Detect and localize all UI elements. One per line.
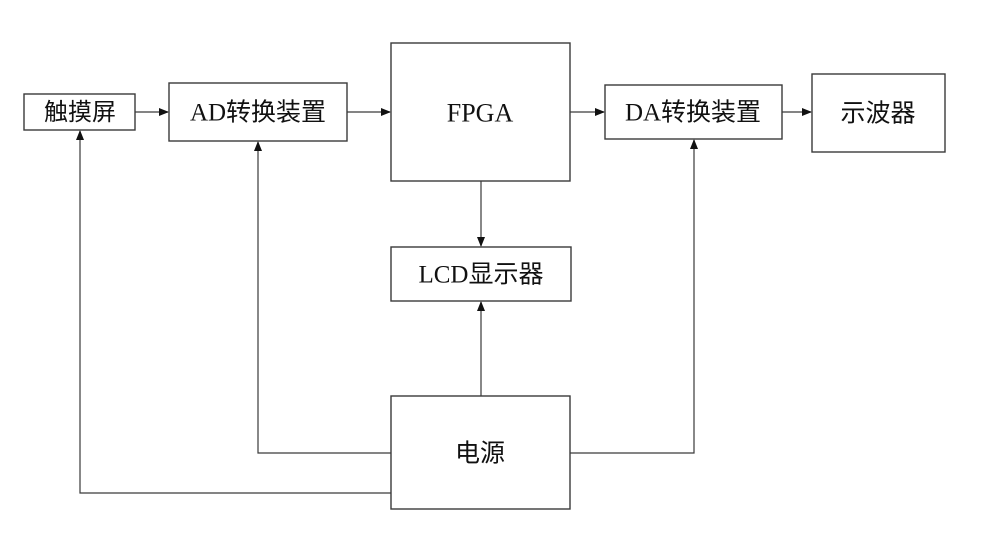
block-oscilloscope: 示波器 [811,73,946,153]
block-fpga: FPGA [390,42,571,182]
block-label-da-converter: DA转换装置 [625,99,761,127]
block-label-power-supply: 电源 [455,440,505,468]
block-da-converter: DA转换装置 [604,84,783,140]
block-touchscreen: 触摸屏 [23,93,136,131]
block-power-supply: 电源 [390,395,571,510]
block-lcd-display: LCD显示器 [390,246,572,302]
arrow-power-to-touchscreen [76,130,391,494]
block-label-lcd-display: LCD显示器 [418,262,543,289]
block-label-oscilloscope: 示波器 [840,100,915,128]
arrow-power-to-ad [254,141,391,454]
block-label-fpga: FPGA [447,99,514,128]
arrow-power-to-da [570,139,698,454]
block-label-ad-converter: AD转换装置 [190,99,326,127]
block-ad-converter: AD转换装置 [168,82,348,142]
block-label-touchscreen: 触摸屏 [44,99,116,126]
